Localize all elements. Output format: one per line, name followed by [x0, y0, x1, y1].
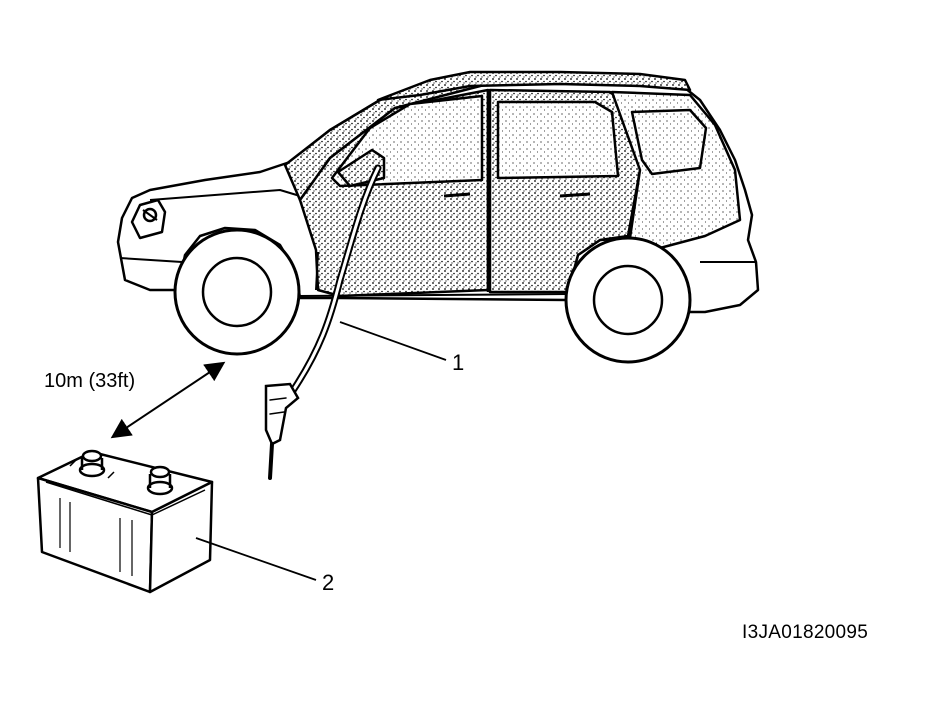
rear-wheel	[564, 236, 692, 364]
battery	[36, 449, 214, 594]
callout-label-2: 2	[322, 570, 335, 595]
connector-plug	[264, 382, 300, 480]
leader-line-1	[339, 321, 447, 361]
distance-label: 10m (33ft)	[44, 370, 136, 392]
battery-side	[148, 480, 214, 594]
test-cable	[264, 164, 382, 480]
distance-arrow	[110, 361, 226, 439]
rear-window	[496, 100, 620, 180]
front-wheel	[173, 228, 301, 356]
roof-rail	[376, 70, 692, 102]
callout-label-1: 1	[452, 350, 465, 375]
vehicle	[116, 70, 760, 364]
leader-line-2	[195, 537, 317, 581]
quarter-window	[630, 108, 708, 176]
battery-terminal-positive	[146, 465, 174, 496]
battery-terminal-negative	[78, 449, 106, 478]
figure-code: I3JA01820095	[742, 622, 869, 643]
